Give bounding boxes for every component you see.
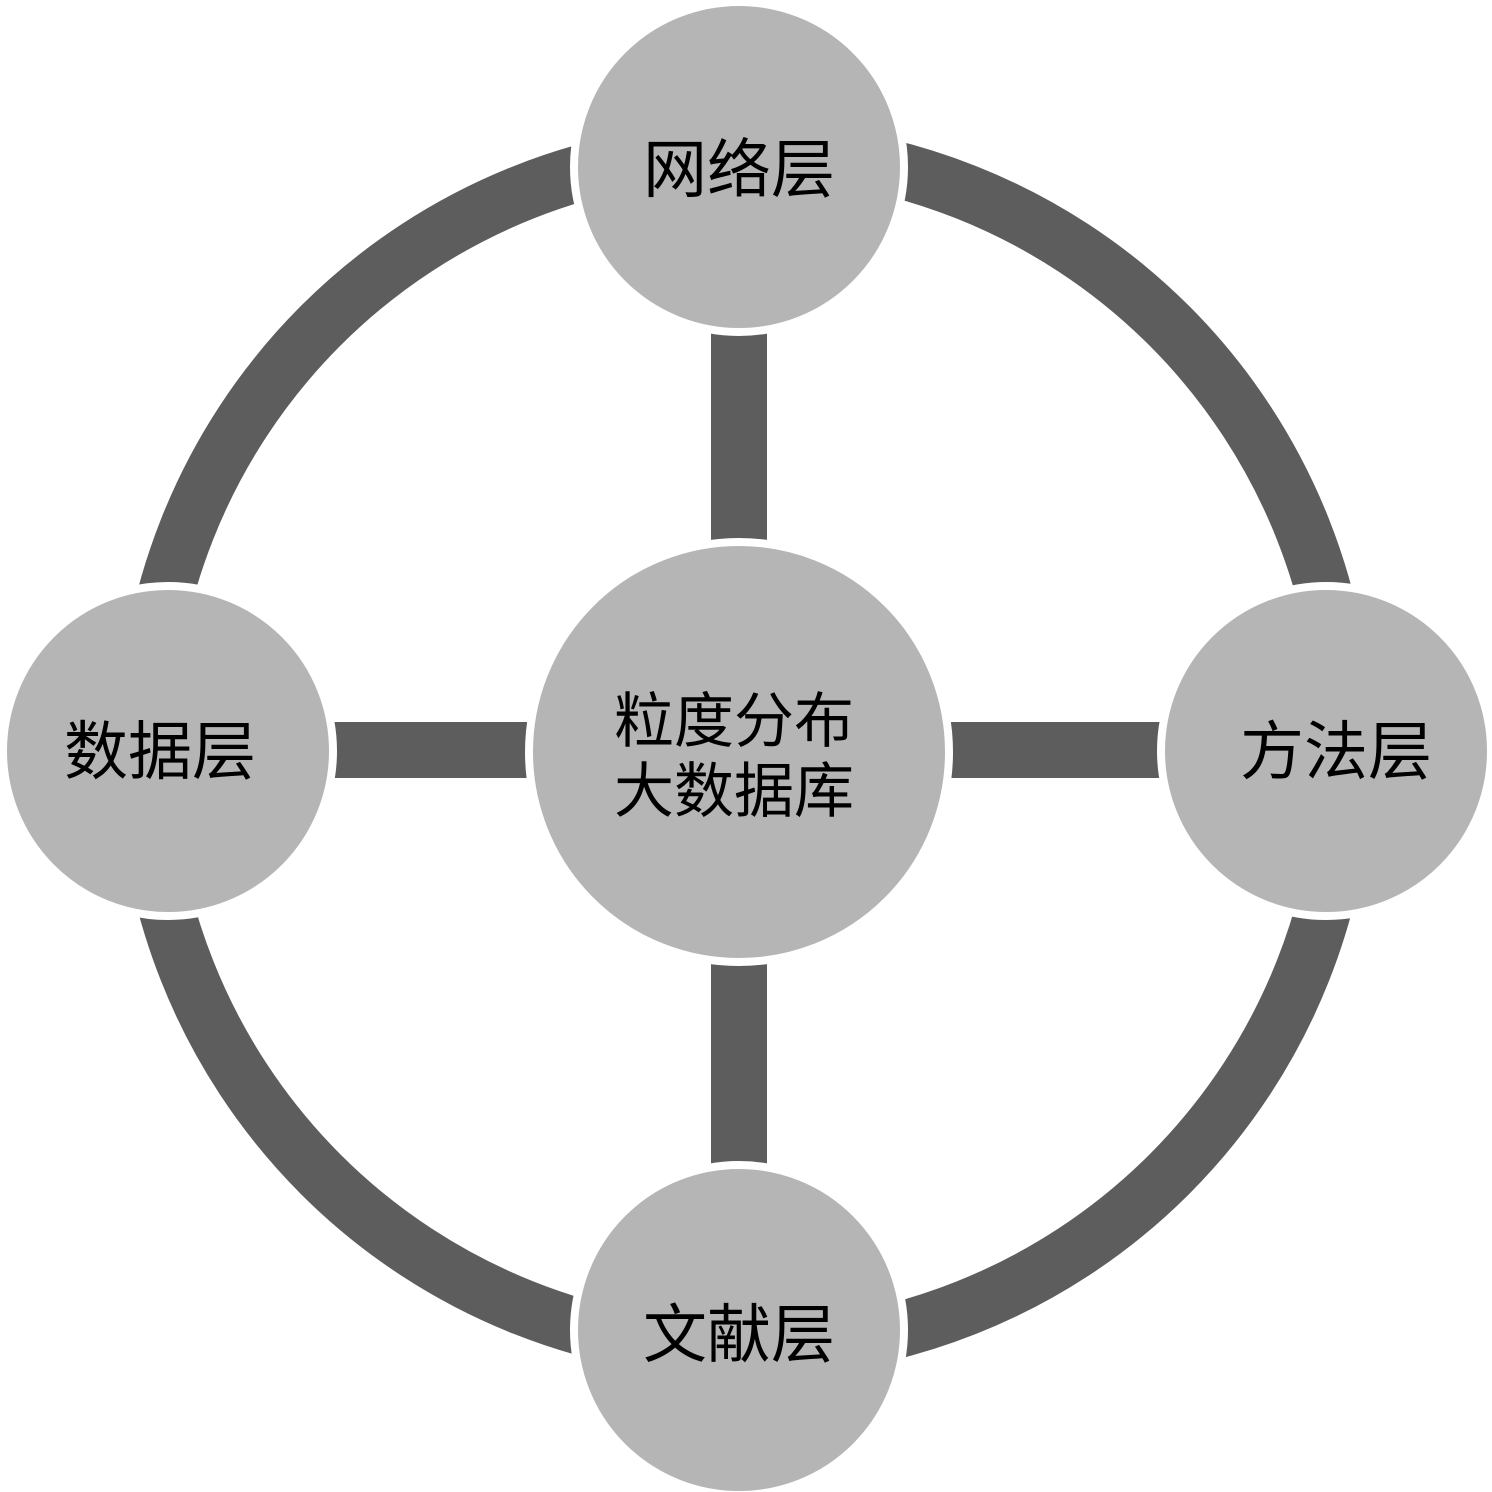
spoke-top xyxy=(711,325,767,550)
node-top-label: 网络层 xyxy=(643,134,835,208)
node-bottom-circle xyxy=(570,1161,908,1492)
center-circle xyxy=(525,538,953,966)
node-data-layer: 数据层 xyxy=(0,582,337,920)
node-network-layer: 网络层 xyxy=(570,0,908,336)
spoke-right xyxy=(940,722,1165,778)
node-top-circle xyxy=(570,0,908,336)
node-bottom-label: 文献层 xyxy=(643,1299,835,1373)
node-right-label: 方法层 xyxy=(1240,716,1432,790)
center-label-line1: 粒度分布 xyxy=(614,687,854,757)
node-right-circle xyxy=(1157,582,1492,920)
spoke-bottom xyxy=(711,950,767,1175)
center-node: 粒度分布 大数据库 xyxy=(525,538,953,966)
node-left-circle xyxy=(0,582,337,920)
spoke-left xyxy=(325,722,535,778)
node-method-layer: 方法层 xyxy=(1157,582,1492,920)
center-label-line2: 大数据库 xyxy=(614,757,854,827)
node-left-label: 数据层 xyxy=(64,716,256,790)
node-literature-layer: 文献层 xyxy=(570,1161,908,1492)
